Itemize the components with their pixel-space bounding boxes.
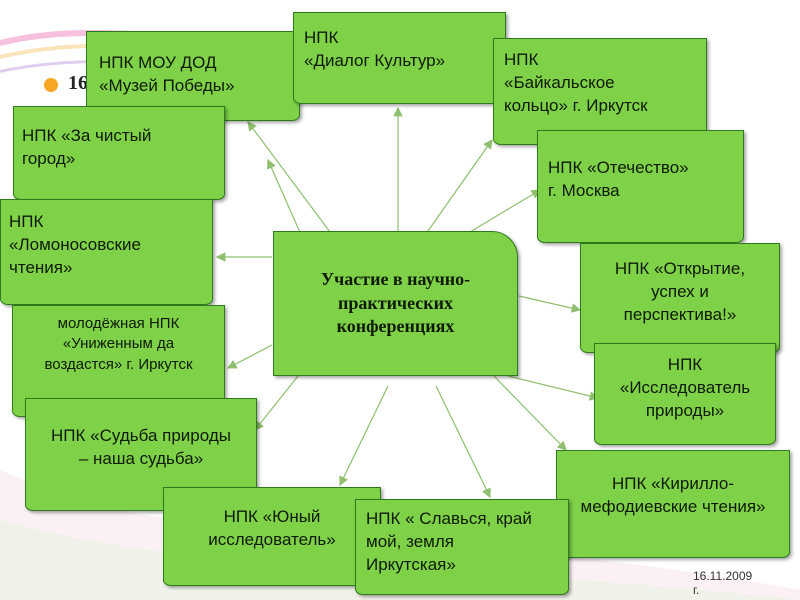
node-label: НПК МОУ ДОД «Музей Победы» (99, 53, 235, 95)
node-label: НПК «Юный исследователь» (208, 507, 336, 549)
arrow-to-otechestvo (469, 189, 542, 233)
arrow-to-unizhennym (226, 344, 273, 369)
node-lomonosovskie-chteniya: НПК «Ломоносовские чтения» (0, 199, 213, 305)
node-label: НПК «Байкальское кольцо» г. Иркутск (504, 50, 648, 115)
arrow-to-baikalskoe-koltso (427, 139, 493, 232)
node-slavsya-krai: НПК « Славься, край мой, земля Иркутская… (355, 499, 569, 595)
node-label: НПК «Ломоносовские чтения» (9, 212, 141, 277)
node-label: НПК «За чистый город» (22, 126, 152, 168)
arrow-to-sudba-prirody (254, 375, 299, 431)
node-label: НПК «Отечество» г. Москва (548, 158, 689, 200)
center-label: Участие в научно- практических конференц… (320, 269, 471, 337)
arrow-to-kirillo-mefodievskie (493, 375, 567, 451)
bullet-text: 16 (68, 72, 88, 94)
node-baikalskoe-koltso: НПК «Байкальское кольцо» г. Иркутск (493, 38, 707, 145)
bullet-icon (44, 78, 58, 92)
node-label: НПК «Кирилло- мефодиевские чтения» (580, 474, 766, 516)
node-otechestvo: НПК «Отечество» г. Москва (537, 130, 744, 243)
arrow-to-otkrytie (518, 295, 582, 313)
center-node: Участие в научно- практических конференц… (273, 231, 518, 376)
arrow-to-yunyi-issledovatel (339, 385, 389, 487)
node-kirillo-mefodievskie: НПК «Кирилло- мефодиевские чтения» (556, 450, 790, 558)
node-yunyi-issledovatel: НПК «Юный исследователь» (163, 487, 381, 586)
node-label: НПК «Открытие, успех и перспектива!» (614, 259, 746, 324)
node-label: молодёжная НПК «Униженным да воздастся» … (44, 315, 193, 373)
node-dialog-kultur: НПК «Диалог Культур» (293, 12, 506, 104)
node-za-chistyi-gorod: НПК «За чистый город» (13, 106, 225, 200)
slide-date: 16.11.2009 г. (693, 569, 753, 597)
node-label: НПК « Славься, край мой, земля Иркутская… (366, 509, 532, 574)
node-label: НПК «Исследователь природы» (619, 355, 751, 420)
node-issledovatel-prirody: НПК «Исследователь природы» (594, 343, 776, 445)
arrow-to-muzey-pobedy (247, 121, 331, 233)
node-label: НПК «Диалог Культур» (304, 28, 446, 70)
arrow-to-slavsya-krai (435, 385, 491, 499)
arrow-to-issledovatel-prirody (507, 375, 600, 401)
node-otkrytie-uspekh: НПК «Открытие, успех и перспектива!» (580, 243, 780, 353)
node-label: НПК «Судьба природы – наша судьба» (51, 426, 231, 468)
